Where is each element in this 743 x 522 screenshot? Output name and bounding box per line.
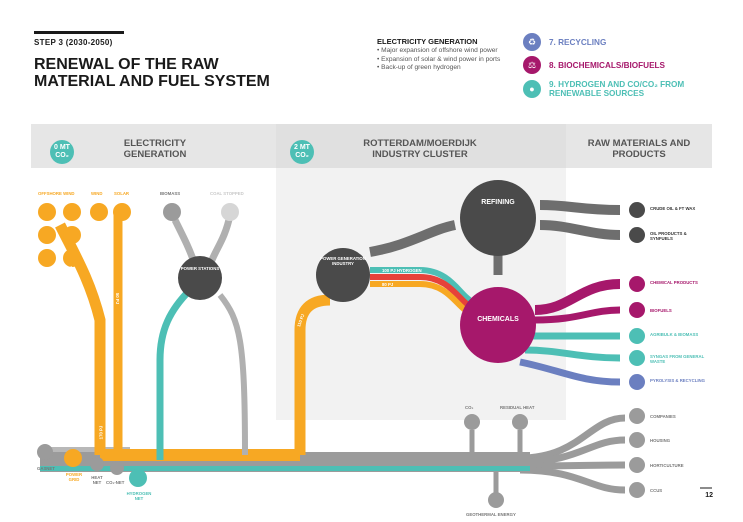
residual-heat-icon [512, 414, 528, 430]
output-label: CCUS [650, 488, 663, 493]
power-grid-icon [64, 449, 82, 467]
co2-net-icon [110, 461, 124, 475]
page-number: 12 [705, 492, 713, 499]
legend-label: 9. HYDROGEN AND CO/CO₂ FROM RENEWABLE SO… [549, 80, 685, 98]
label-coal-stopped: COAL STOPPED [210, 191, 244, 196]
header-rule [34, 31, 124, 34]
page-title: RENEWAL OF THE RAW MATERIAL AND FUEL SYS… [34, 56, 270, 90]
flow-grey-down [217, 293, 248, 456]
output-label: COMPANIES [650, 414, 676, 419]
power-stations-circle [178, 256, 222, 300]
label-power-grid: POWER GRID [65, 472, 83, 482]
droplet-icon: ● [523, 80, 541, 98]
geothermal-icon [488, 492, 504, 508]
pipe-horticulture [519, 461, 626, 470]
band-right-label: RAW MATERIALS AND PRODUCTS [587, 138, 691, 160]
refining-circle [460, 180, 536, 256]
co2-badge-left: 0 MT CO₂ [50, 140, 74, 164]
product-label: CRUDE OIL & FT WAX [650, 206, 696, 211]
flow-backup-hydrogen [156, 287, 193, 460]
flow-coal [206, 214, 234, 267]
label-power-generation: POWER GENERATION INDUSTRY [320, 256, 366, 266]
coal-icon [221, 203, 239, 221]
label-80pj: 80 PJ [382, 282, 394, 287]
product-label: AGRIBULK & BIOMASS [650, 332, 699, 337]
label-refining: REFINING [481, 199, 515, 206]
label-heat-net: HEAT NET [91, 475, 103, 485]
output-label: HOUSING [650, 438, 671, 443]
step-label: STEP 3 (2030-2050) [34, 38, 113, 47]
hydrogen-trunk [40, 466, 530, 471]
flask-icon: ⚖ [523, 56, 541, 74]
recycle-icon: ♻ [523, 33, 541, 51]
chemicals-circle [460, 287, 536, 363]
legend-label: 7. RECYCLING [549, 37, 607, 47]
label-co2-net: CO₂-NET [106, 480, 125, 485]
legend-item-hydrogen: ● 9. HYDROGEN AND CO/CO₂ FROM RENEWABLE … [523, 80, 699, 98]
output-label: HORTICULTURE [650, 463, 684, 468]
legend-item-recycling: ♻ 7. RECYCLING [523, 33, 606, 51]
label-wind: WIND [91, 191, 103, 196]
label-chemicals: CHEMICALS [477, 316, 519, 323]
product-icons [629, 202, 645, 498]
legend-label: 8. BIOCHEMICALS/BIOFUELS [549, 60, 665, 70]
label-50pj: 50 PJ [115, 292, 121, 305]
label-biomass: BIOMASS [160, 191, 181, 196]
renewable-source-icons [38, 203, 131, 267]
label-hydrogen-pj: 100 PJ HYDROGEN [382, 268, 422, 273]
heat-net-icon [90, 457, 104, 471]
bullet-item: Back-up of green hydrogen [377, 64, 507, 73]
power-gen-circle [316, 248, 370, 302]
label-geothermal: GEOTHERMAL ENERGY [466, 512, 516, 517]
gas-trunk [40, 447, 130, 452]
label-hydrogen-net: HYDROGEN NET [126, 491, 152, 501]
band-right-header [566, 124, 712, 168]
pipe-housing [519, 436, 626, 466]
product-label: BIOFUELS [650, 308, 672, 313]
pipe-ccus [519, 466, 626, 494]
label-residual-heat: RESIDUAL HEAT [500, 405, 535, 410]
band-left-label: ELECTRICITY GENERATION [123, 138, 187, 160]
bullet-item: Expansion of solar & wind power in ports [377, 56, 507, 65]
flow-orange-up [294, 294, 331, 455]
product-label: CHEMICAL PRODUCTS [650, 280, 698, 285]
product-label: OIL PRODUCTS & SYNFUELS [650, 231, 687, 241]
biomass-icon [163, 203, 181, 221]
co2-source-icon [464, 414, 480, 430]
legend-item-biochemicals: ⚖ 8. BIOCHEMICALS/BIOFUELS [523, 56, 665, 74]
grey-flows [171, 214, 248, 456]
label-backup-hydrogen: BACKUP GREEN HYDROGEN [163, 352, 169, 414]
gasnet-icon [37, 444, 53, 460]
product-label: PYROLYSIS & RECYCLING [650, 378, 705, 383]
co2-badge-middle: 2 MT CO₂ [290, 140, 314, 164]
pipe-companies [519, 414, 626, 462]
label-gasnet: GASNET [37, 466, 55, 471]
label-power-stations: POWER STATIONS [180, 266, 220, 271]
product-label: SYNGAS FROM GENERAL WASTE [650, 354, 705, 364]
label-co2: CO₂ [465, 405, 474, 410]
electricity-box-heading: ELECTRICITY GENERATION [377, 37, 478, 46]
hydrogen-net-icon [129, 469, 147, 487]
electricity-bullets: Major expansion of offshore wind power E… [377, 47, 507, 73]
output-pipes [519, 414, 626, 494]
band-middle-header [276, 124, 566, 168]
label-solar: SOLAR [114, 191, 130, 196]
band-middle-label: ROTTERDAM/MOERDIJK INDUSTRY CLUSTER [363, 138, 477, 160]
label-170pj: 170 PJ [98, 425, 104, 440]
label-offshore-wind: OFFSHORE WIND [38, 191, 75, 196]
bullet-item: Major expansion of offshore wind power [377, 47, 507, 56]
